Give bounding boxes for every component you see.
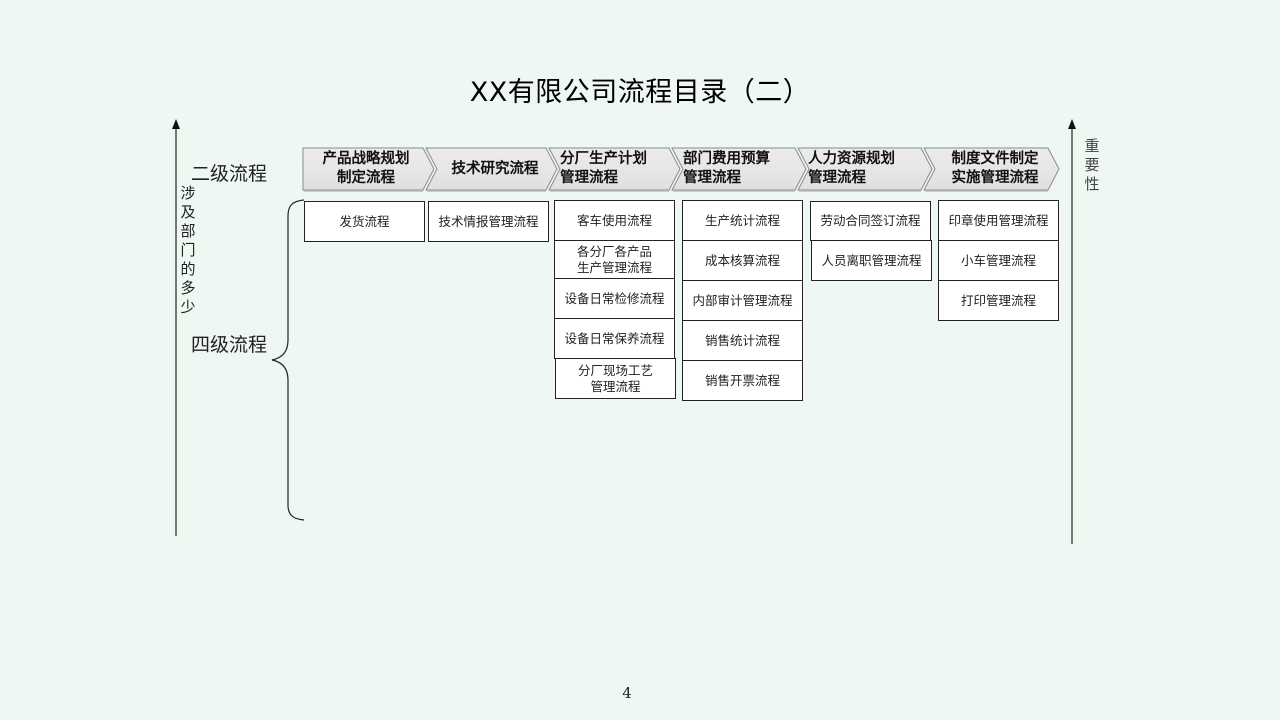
level4-process-box[interactable]: 销售统计流程 xyxy=(682,320,803,361)
vertical-char: 及 xyxy=(180,203,196,221)
level4-process-box[interactable]: 印章使用管理流程 xyxy=(938,200,1059,241)
departments-count-label: 涉 及 部 门 的 多 少 xyxy=(179,184,197,317)
level2-label: 二级流程 xyxy=(191,163,268,185)
page-title: XX有限公司流程目录（二） xyxy=(469,77,811,108)
level4-process-box[interactable]: 客车使用流程 xyxy=(554,200,675,241)
level2-process-product-strategy[interactable]: 产品战略规划 制定流程 xyxy=(322,151,410,186)
level4-process-box[interactable]: 劳动合同签订流程 xyxy=(810,201,931,241)
level4-process-box[interactable]: 技术情报管理流程 xyxy=(428,201,549,242)
importance-label: 重 要 性 xyxy=(1083,137,1101,194)
vertical-char: 性 xyxy=(1084,175,1100,193)
level4-process-box[interactable]: 各分厂各产品 生产管理流程 xyxy=(554,240,675,279)
vertical-char: 多 xyxy=(180,279,196,297)
level4-process-box[interactable]: 设备日常检修流程 xyxy=(554,278,675,319)
level4-process-box[interactable]: 生产统计流程 xyxy=(682,200,803,241)
level2-process-dept-budget[interactable]: 部门费用预算 管理流程 xyxy=(683,151,770,186)
level4-process-box[interactable]: 发货流程 xyxy=(304,201,425,242)
level4-process-box[interactable]: 设备日常保养流程 xyxy=(554,318,675,359)
level2-process-production-plan[interactable]: 分厂生产计划 管理流程 xyxy=(560,151,647,186)
curly-brace xyxy=(271,199,305,521)
level4-process-box[interactable]: 分厂现场工艺 管理流程 xyxy=(555,358,676,399)
level4-process-box[interactable]: 销售开票流程 xyxy=(682,360,803,401)
vertical-char: 的 xyxy=(180,260,196,278)
vertical-char: 涉 xyxy=(180,184,196,202)
vertical-char: 少 xyxy=(180,298,196,316)
left-axis-arrow xyxy=(172,119,180,536)
vertical-char: 部 xyxy=(180,222,196,240)
level4-process-box[interactable]: 打印管理流程 xyxy=(938,280,1059,321)
level4-label: 四级流程 xyxy=(191,334,268,356)
level4-process-box[interactable]: 小车管理流程 xyxy=(938,240,1059,281)
level2-process-policy-docs[interactable]: 制度文件制定 实施管理流程 xyxy=(951,151,1039,186)
vertical-char: 要 xyxy=(1084,156,1100,174)
chevron-row xyxy=(302,147,1060,191)
level4-process-box[interactable]: 内部审计管理流程 xyxy=(682,280,803,321)
level4-process-box[interactable]: 人员离职管理流程 xyxy=(811,240,932,281)
level2-process-hr-planning[interactable]: 人力资源规划 管理流程 xyxy=(808,151,895,186)
level4-process-box[interactable]: 成本核算流程 xyxy=(682,240,803,281)
vertical-char: 门 xyxy=(180,241,196,259)
page-number: 4 xyxy=(622,684,632,702)
vertical-char: 重 xyxy=(1084,137,1100,155)
level2-process-tech-research[interactable]: 技术研究流程 xyxy=(451,161,539,177)
right-axis-arrow xyxy=(1068,119,1076,544)
